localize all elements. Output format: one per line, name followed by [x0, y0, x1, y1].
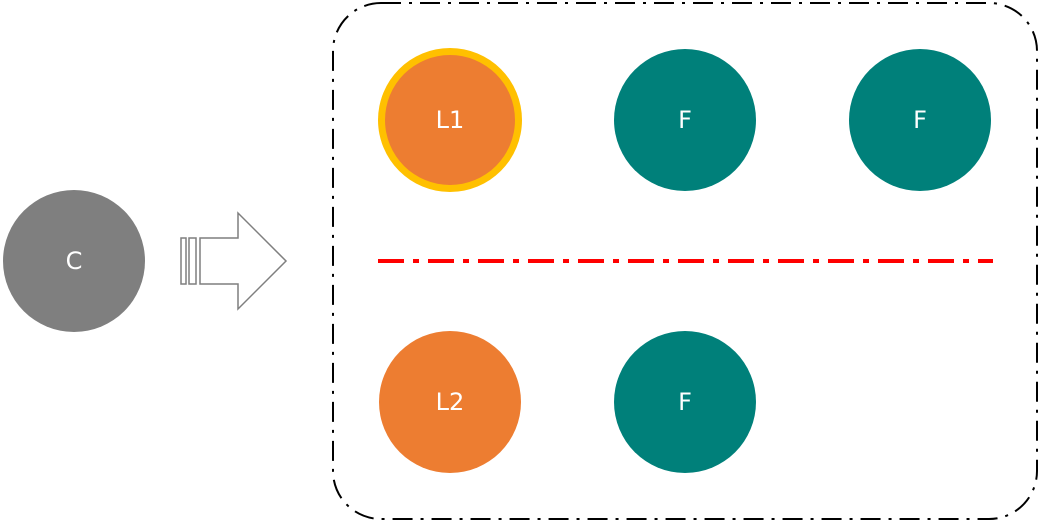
arrow-stripe-1	[180, 237, 187, 285]
cluster-group-border	[332, 2, 1038, 520]
client-label: C	[66, 247, 83, 275]
arrow-stripe-2	[188, 237, 197, 285]
node-follower-top-2: F	[849, 49, 991, 191]
l2-label: L2	[436, 388, 465, 416]
follower-bottom-1-label: F	[678, 388, 692, 416]
node-l1: L1	[378, 48, 522, 192]
client-node: C	[3, 190, 145, 332]
l1-circle	[385, 55, 515, 185]
follower-bottom-1-circle	[614, 331, 756, 473]
follower-top-1-label: F	[678, 106, 692, 134]
l1-label: L1	[436, 106, 465, 134]
node-follower-top-1: F	[614, 49, 756, 191]
follower-top-1-circle	[614, 49, 756, 191]
right-arrow-icon	[180, 211, 288, 311]
arrow-body	[199, 211, 288, 311]
follower-top-2-label: F	[913, 106, 927, 134]
l2-circle	[379, 331, 521, 473]
client-circle	[3, 190, 145, 332]
node-l2: L2	[379, 331, 521, 473]
node-follower-bottom-1: F	[614, 331, 756, 473]
follower-top-2-circle	[849, 49, 991, 191]
